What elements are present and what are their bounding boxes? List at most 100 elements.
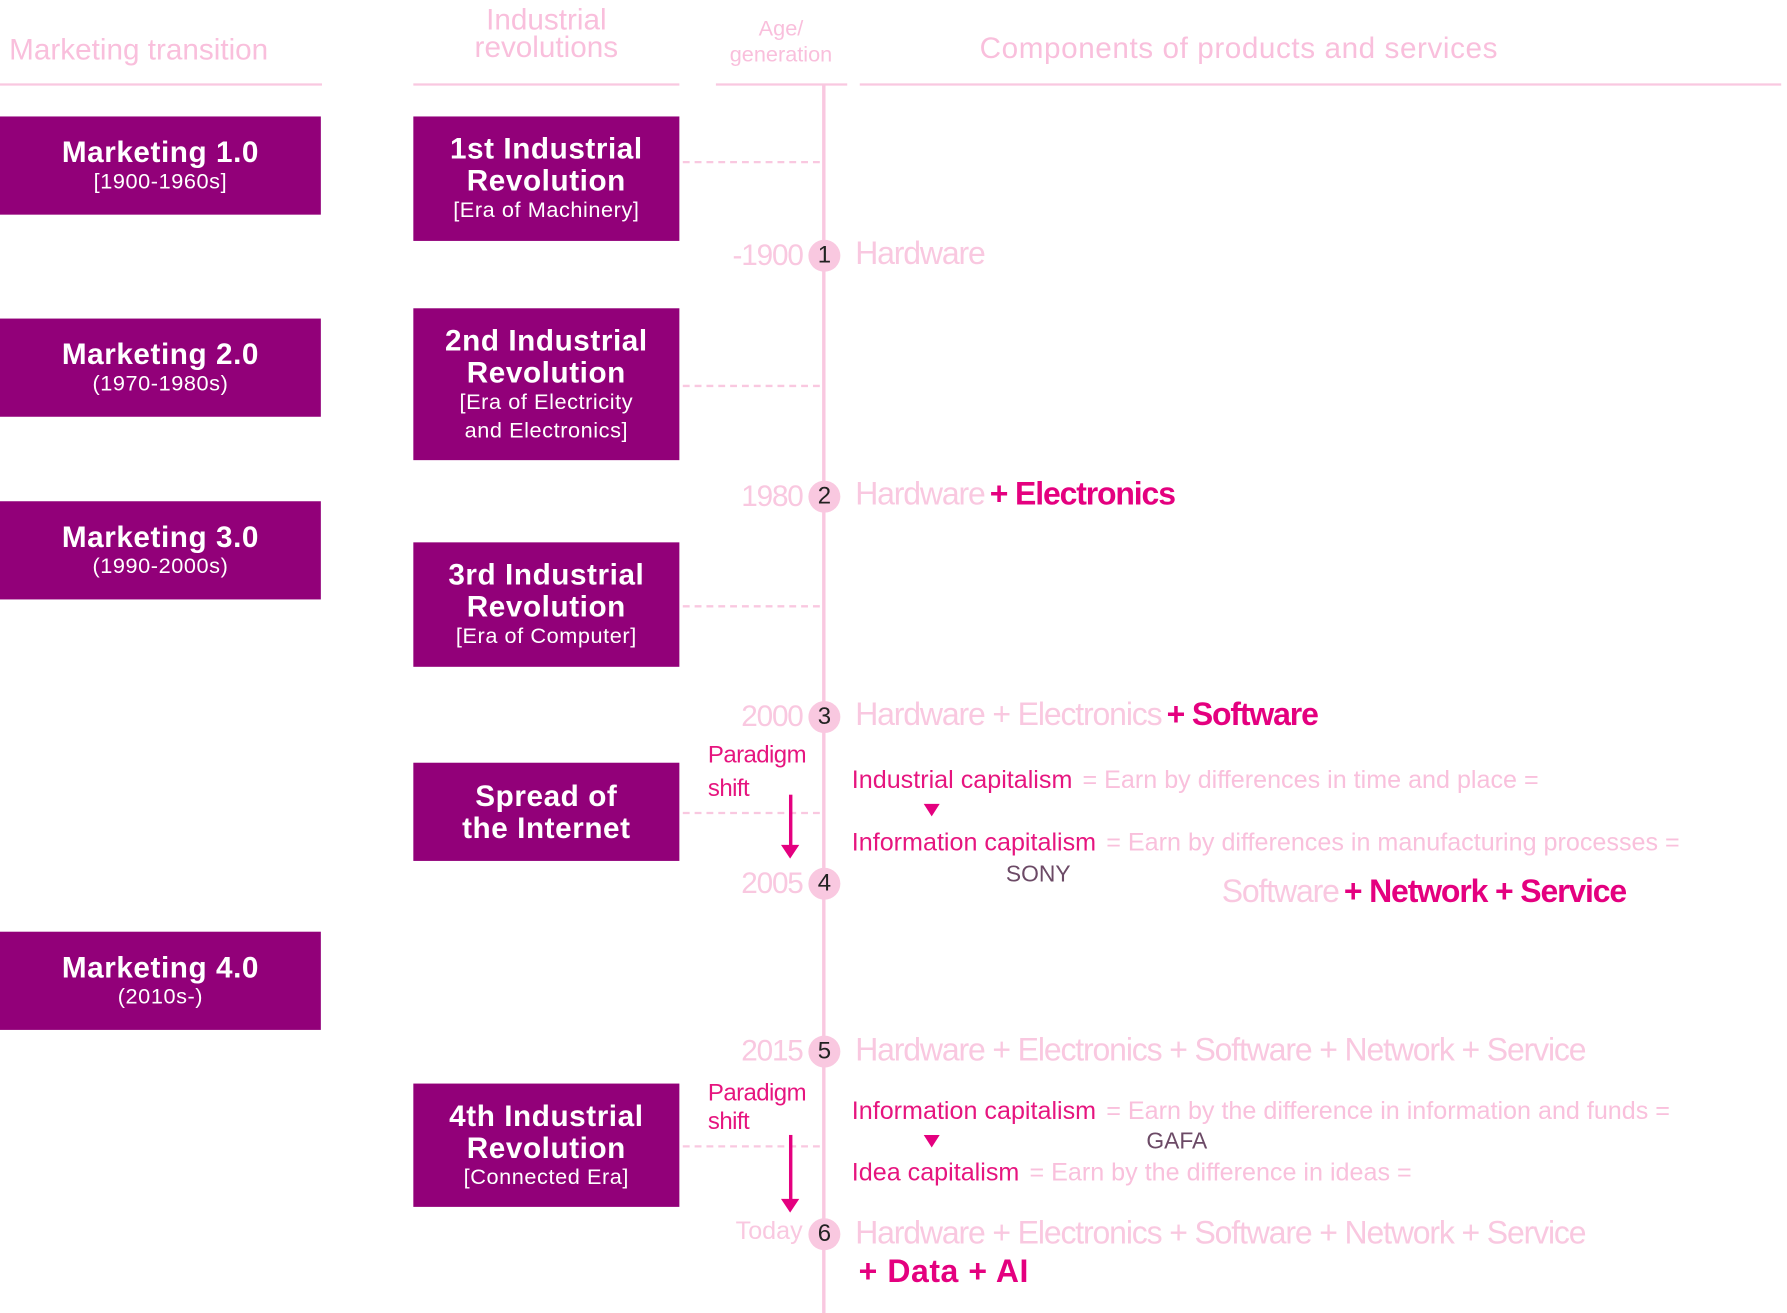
dashed-connector	[682, 1145, 820, 1148]
year-label: 2005	[741, 865, 804, 900]
revolution-subtitle: [Era of Computer]	[455, 624, 637, 649]
information-capitalism-row: Information capitalism = Earn by the dif…	[852, 1096, 1670, 1126]
marketing-title: Marketing 2.0	[61, 336, 259, 371]
header-divider	[859, 83, 1782, 86]
capitalism-label: Idea capitalism	[851, 1157, 1020, 1187]
marketing-4-box: Marketing 4.0(2010s-)	[0, 931, 321, 1030]
revolution-title: 2nd Industrial	[445, 322, 648, 357]
marketing-years: (2010s-)	[117, 984, 204, 1009]
marketing-years: (1990-2000s)	[92, 554, 229, 579]
example-company: GAFA	[1146, 1129, 1208, 1155]
dashed-connector	[682, 811, 820, 815]
revolution-title: 1st Industrial	[449, 131, 643, 166]
revolution-title: Revolution	[466, 163, 626, 198]
paradigm-text: Paradigm	[707, 1080, 807, 1107]
component-added: + Network + Service	[1343, 873, 1627, 909]
header-line: generation	[729, 43, 833, 68]
down-triangle-icon	[923, 1134, 940, 1148]
revolution-title: 4th Industrial	[449, 1097, 644, 1133]
down-arrow-icon	[780, 1134, 800, 1213]
industrial-capitalism-row: Industrial capitalism = Earn by differen…	[852, 765, 1539, 795]
dashed-connector	[682, 384, 820, 388]
information-capitalism-row: Information capitalism = Earn by differe…	[852, 828, 1680, 858]
capitalism-definition: = Earn by the difference in ideas =	[1029, 1157, 1412, 1187]
marketing-years: [1900-1960s]	[93, 169, 228, 194]
header-divider	[0, 83, 322, 86]
capitalism-definition: = Earn by the difference in information …	[1106, 1096, 1670, 1125]
paradigm-text: shift	[707, 1108, 750, 1135]
paradigm-text: shift	[707, 775, 750, 802]
idea-capitalism-row: Idea capitalism = Earn by the difference…	[852, 1158, 1412, 1188]
component-base: Hardware	[855, 235, 986, 271]
revolution-subtitle: [Connected Era]	[463, 1165, 630, 1190]
dashed-connector	[682, 160, 820, 164]
header-line: Age/	[758, 17, 804, 42]
components-gen1: Hardware	[855, 235, 986, 272]
paradigm-shift-label: Paradigm shift	[707, 739, 807, 805]
header-age-generation: Age/ generation	[710, 16, 852, 69]
header-components: Components of products and services	[979, 30, 1498, 66]
marketing-title: Marketing 1.0	[61, 134, 259, 169]
component-added: + Software	[1166, 696, 1319, 732]
year-label: 2000	[741, 698, 804, 734]
generation-marker: 1	[808, 239, 841, 272]
timeline-axis	[822, 84, 826, 1313]
component-base: Hardware + Electronics + Software + Netw…	[855, 1032, 1586, 1068]
component-base: Hardware	[855, 476, 986, 512]
generation-marker: 4	[808, 867, 841, 900]
year-label: 1980	[741, 478, 804, 513]
marketing-2-box: Marketing 2.0(1970-1980s)	[0, 318, 321, 417]
marketing-title: Marketing 3.0	[61, 518, 259, 554]
generation-marker: 5	[808, 1035, 841, 1068]
revolution-title: Spread of	[475, 778, 618, 813]
capitalism-label: Information capitalism	[851, 1096, 1097, 1125]
header-line: Industrial	[486, 2, 607, 37]
year-label: Today	[735, 1216, 803, 1245]
revolution-title: 3rd Industrial	[448, 557, 645, 592]
components-gen5: Hardware + Electronics + Software + Netw…	[855, 1032, 1586, 1069]
capitalism-label: Industrial capitalism	[851, 765, 1073, 794]
paradigm-text: Paradigm	[707, 742, 807, 769]
revolution-title: the Internet	[462, 810, 631, 845]
components-gen3: Hardware + Electronics + Software	[855, 696, 1319, 733]
header-industrial-revolutions: Industrial revolutions	[413, 2, 679, 64]
revolution-subtitle: [Era of Electricity	[459, 389, 634, 414]
header-line: revolutions	[474, 29, 619, 64]
dashed-connector	[682, 605, 820, 608]
capitalism-label: Information capitalism	[851, 827, 1097, 857]
year-label: 2015	[741, 1033, 804, 1068]
revolution-title: Revolution	[466, 1129, 626, 1165]
marketing-years: (1970-1980s)	[92, 371, 229, 396]
revolution-title: Revolution	[466, 354, 626, 389]
header-divider	[715, 83, 848, 86]
down-triangle-icon	[923, 803, 940, 817]
components-gen4: Software + Network + Service	[1221, 873, 1627, 910]
example-company: SONY	[1005, 862, 1071, 888]
header-divider	[413, 83, 680, 86]
revolution-subtitle: [Era of Machinery]	[453, 198, 640, 223]
down-arrow-icon	[780, 794, 800, 859]
capitalism-definition: = Earn by differences in manufacturing p…	[1106, 827, 1680, 857]
components-gen6: Hardware + Electronics + Software + Netw…	[855, 1215, 1586, 1252]
header-marketing-transition: Marketing transition	[9, 31, 269, 67]
generation-marker: 3	[808, 701, 841, 734]
marketing-title: Marketing 4.0	[61, 949, 259, 984]
component-added: + Electronics	[989, 476, 1176, 512]
component-base: Software	[1221, 873, 1340, 909]
component-base: Hardware + Electronics	[855, 696, 1162, 732]
components-gen2: Hardware + Electronics	[855, 476, 1176, 513]
year-label: -1900	[732, 237, 803, 272]
component-added: + Data + AI	[858, 1253, 1029, 1290]
capitalism-definition: = Earn by differences in time and place …	[1082, 765, 1539, 794]
marketing-3-box: Marketing 3.0(1990-2000s)	[0, 501, 321, 600]
revolution-subtitle: and Electronics]	[464, 418, 629, 443]
marketing-1-box: Marketing 1.0[1900-1960s]	[0, 116, 321, 215]
generation-marker: 6	[808, 1218, 841, 1251]
